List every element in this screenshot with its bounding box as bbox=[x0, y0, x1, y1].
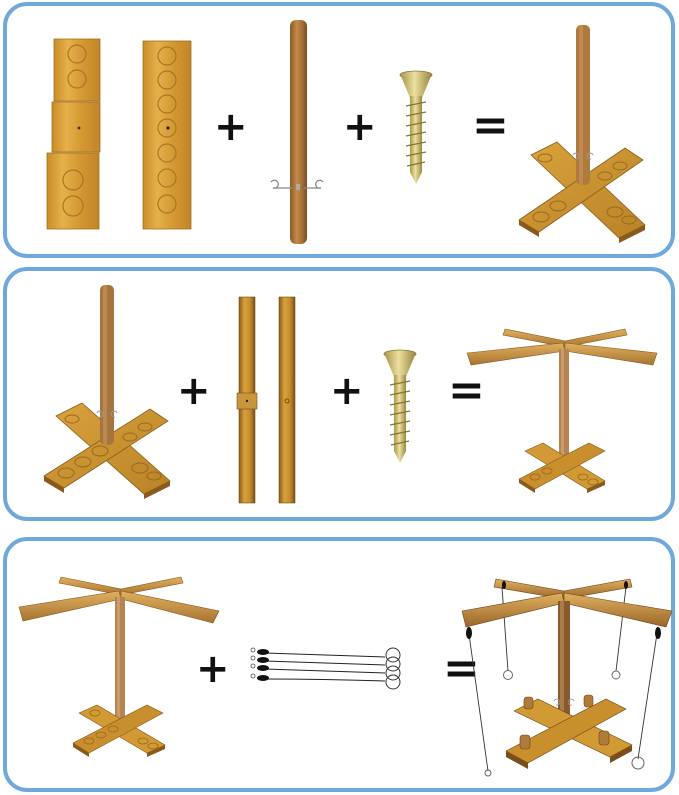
plus-operator: + bbox=[330, 368, 364, 414]
screw-image bbox=[399, 70, 433, 184]
base-with-pole-image bbox=[518, 25, 646, 243]
stand-with-arms-image bbox=[466, 328, 658, 493]
plus-operator: + bbox=[196, 646, 230, 692]
step-2-panel: + + = bbox=[3, 267, 675, 521]
equals-operator: = bbox=[472, 100, 509, 151]
center-pole-image bbox=[270, 20, 324, 244]
step-3-panel: + = bbox=[3, 537, 675, 792]
plus-operator: + bbox=[177, 368, 211, 414]
plus-operator: + bbox=[343, 104, 377, 150]
top-arms-image bbox=[236, 296, 296, 504]
screw-image bbox=[383, 349, 417, 463]
ring-toss-game-image bbox=[461, 578, 673, 777]
equals-operator: = bbox=[448, 365, 485, 416]
plus-operator: + bbox=[214, 104, 248, 150]
stand-with-arms-image bbox=[18, 576, 220, 757]
base-boards-image bbox=[46, 38, 192, 230]
base-with-pole-image bbox=[43, 285, 171, 499]
step-1-panel: + + = bbox=[3, 2, 675, 258]
ring-cords-image bbox=[250, 647, 401, 690]
